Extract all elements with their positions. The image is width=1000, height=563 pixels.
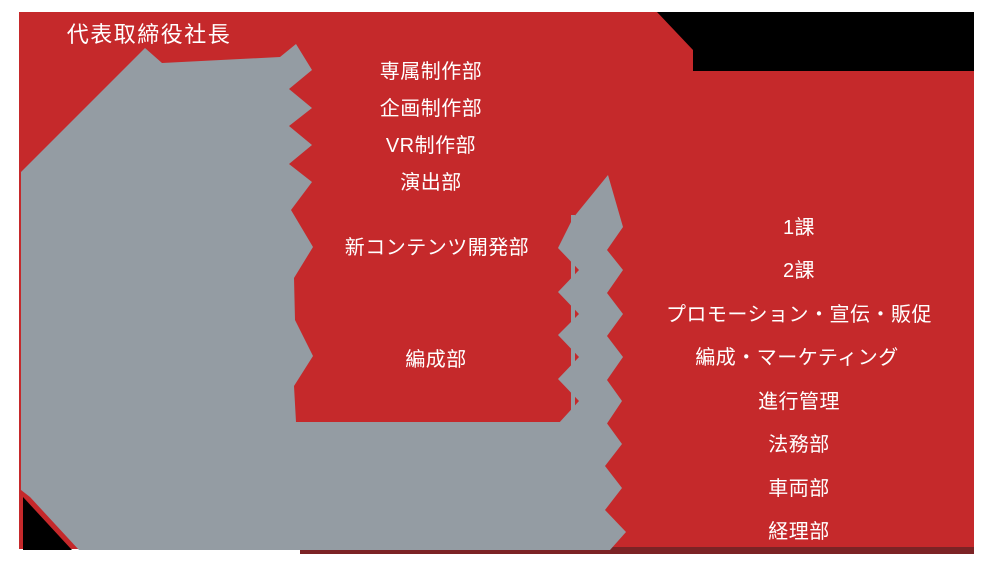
dept-label-shin-contents-kaihatsu: 新コンテンツ開発部 [345, 236, 530, 259]
subdept-label-sharyo: 車両部 [768, 477, 830, 500]
dept-label-kikaku-seisaku: 企画制作部 [380, 97, 483, 120]
subdept-label-homu: 法務部 [768, 433, 830, 456]
dept-label-hensei: 編成部 [405, 348, 467, 371]
connector-fan-left [21, 44, 626, 550]
subdept-label-shinko-kanri: 進行管理 [758, 390, 840, 413]
subdept-label-hensei-marketing: 編成・マーケティング [695, 346, 898, 369]
top-right-black-shape [657, 12, 974, 71]
subdept-label-promotion-senden-hansoku: プロモーション・宣伝・販促 [666, 303, 932, 326]
subdept-label-keiri: 経理部 [768, 520, 830, 543]
bottom-shadow-strip [300, 547, 974, 554]
dept-label-enshutsu: 演出部 [400, 171, 462, 194]
subdept-label-1ka: 1課 [783, 216, 815, 239]
dept-label-senzoku-seisaku: 専属制作部 [380, 60, 483, 83]
president-label: 代表取締役社長 [67, 22, 232, 47]
subdept-label-2ka: 2課 [783, 259, 815, 282]
connector-fan-right [558, 175, 623, 438]
bottom-left-black-shape [23, 497, 72, 550]
dept-label-vr-seisaku: VR制作部 [386, 134, 476, 157]
